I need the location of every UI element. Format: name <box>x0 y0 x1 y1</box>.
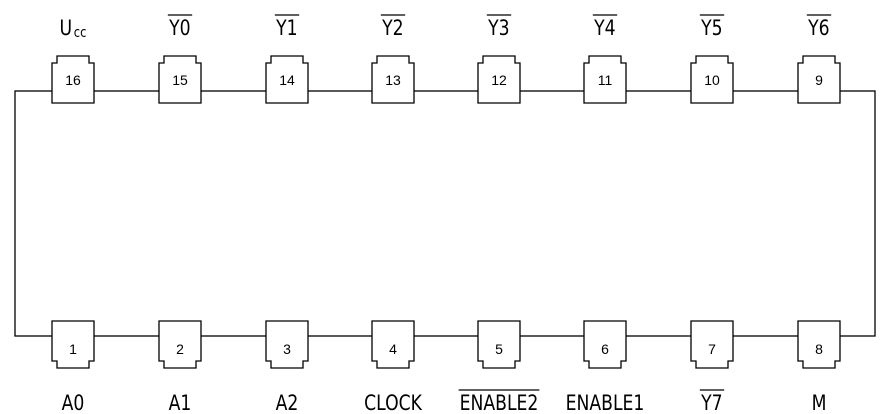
pin-11-number: 11 <box>598 72 613 88</box>
pin-4-number: 4 <box>389 341 397 357</box>
pin-16-signal-name: U <box>60 15 73 40</box>
pin-5-signal-name: ENABLE2 <box>460 390 539 414</box>
pin-11-outline <box>583 55 627 104</box>
pin-14-number: 14 <box>279 72 295 88</box>
pin-14-signal-name: Y1 <box>275 15 297 40</box>
pin-16-signal-subscript: cc <box>74 25 87 41</box>
pin-1-signal-label: A0 <box>62 390 85 414</box>
pin-3-signal-label: A2 <box>276 390 299 414</box>
pin-11-signal-label: Y4 <box>593 15 615 40</box>
pin-13-signal-label: Y2 <box>381 15 403 40</box>
pin-6-signal-label: ENABLE1 <box>566 390 645 414</box>
pin-5-number: 5 <box>495 341 503 357</box>
pin-3-signal-name: A2 <box>276 390 299 414</box>
pin-3-number: 3 <box>283 341 291 357</box>
pin-2-number: 2 <box>176 341 184 357</box>
pin-6-outline <box>583 320 627 369</box>
pin-2-signal-name: A1 <box>169 390 192 414</box>
pin-1-outline <box>51 320 95 369</box>
pin-7-outline <box>690 320 734 369</box>
pin-10-outline <box>690 55 734 104</box>
ic-package-body <box>14 90 876 337</box>
pin-8-number: 8 <box>815 341 823 357</box>
pin-3-outline <box>265 320 309 369</box>
pin-12-outline <box>477 55 521 104</box>
pin-7-signal-name: Y7 <box>700 390 722 414</box>
pin-4-outline <box>371 320 415 369</box>
pin-8-signal-name: M <box>812 390 827 414</box>
pin-15-signal-label: Y0 <box>168 15 190 40</box>
pin-13-number: 13 <box>385 72 401 88</box>
pin-13-signal-name: Y2 <box>381 15 403 40</box>
pin-1-number: 1 <box>69 341 77 357</box>
pin-2-signal-label: A1 <box>169 390 192 414</box>
pin-9-outline <box>797 55 841 104</box>
pin-2-outline <box>158 320 202 369</box>
pin-1-signal-name: A0 <box>62 390 85 414</box>
pin-16-number: 16 <box>65 72 81 88</box>
pin-7-number: 7 <box>708 341 716 357</box>
pin-15-outline <box>158 55 202 104</box>
pin-15-signal-name: Y0 <box>168 15 190 40</box>
pin-5-outline <box>477 320 521 369</box>
pin-14-outline <box>265 55 309 104</box>
pin-12-signal-label: Y3 <box>487 15 509 40</box>
pin-12-number: 12 <box>491 72 507 88</box>
pin-10-number: 10 <box>704 72 720 88</box>
pin-11-signal-name: Y4 <box>593 15 615 40</box>
pin-9-signal-label: Y6 <box>807 15 829 40</box>
pin-15-number: 15 <box>172 72 188 88</box>
pin-9-number: 9 <box>815 72 823 88</box>
pin-5-signal-label: ENABLE2 <box>460 390 539 414</box>
pin-16-outline <box>51 55 95 104</box>
pin-9-signal-name: Y6 <box>807 15 829 40</box>
pin-6-signal-name: ENABLE1 <box>566 390 645 414</box>
pin-4-signal-name: CLOCK <box>364 390 422 414</box>
pin-7-signal-label: Y7 <box>700 390 722 414</box>
pin-8-signal-label: M <box>812 390 827 414</box>
pin-10-signal-label: Y5 <box>700 15 722 40</box>
pin-14-signal-label: Y1 <box>275 15 297 40</box>
pin-12-signal-name: Y3 <box>487 15 509 40</box>
pin-8-outline <box>797 320 841 369</box>
pin-13-outline <box>371 55 415 104</box>
pin-4-signal-label: CLOCK <box>364 390 422 414</box>
pin-6-number: 6 <box>601 341 609 357</box>
pin-10-signal-name: Y5 <box>700 15 722 40</box>
